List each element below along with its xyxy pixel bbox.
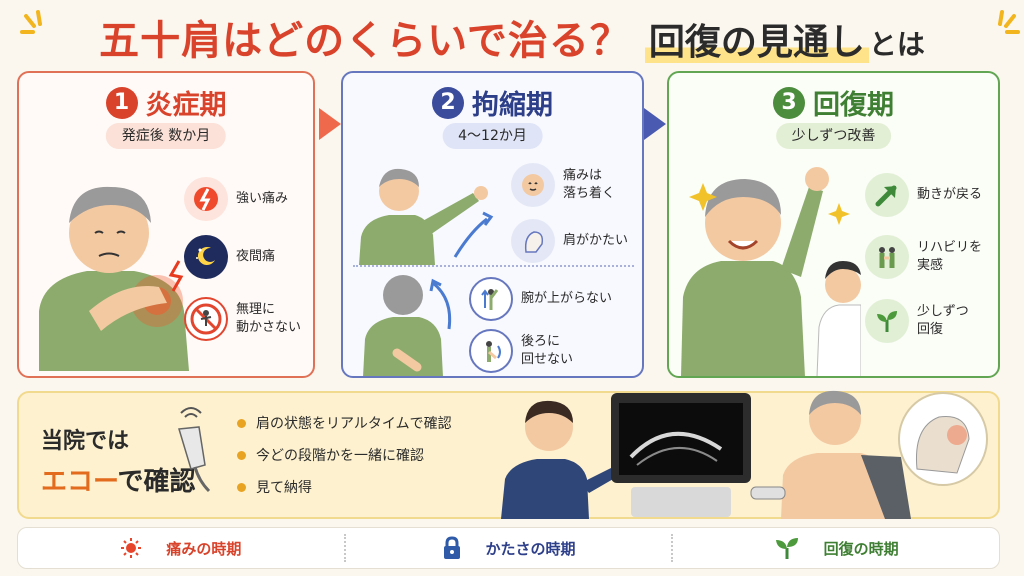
feature-item: 強い痛み — [184, 177, 288, 221]
no-move-icon — [184, 297, 228, 341]
feature-label: 肩がかたい — [563, 233, 629, 248]
sparkle-icon — [20, 10, 42, 34]
feature-item: 夜間痛 — [184, 235, 275, 279]
legend-item-pain: 痛みの時期 — [18, 537, 344, 559]
phase-panel-frozen: 2 拘縮期 4〜12か月 痛みは 落ち着く 肩がかたい 腕が上がらない — [341, 71, 644, 378]
divider — [353, 265, 634, 267]
phase-number: 1 — [105, 86, 138, 119]
feature-item: 痛みは 落ち着く — [511, 163, 615, 207]
divider — [671, 534, 674, 562]
feature-label: 痛みは 落ち着く — [563, 168, 616, 201]
confirm-title-line2: エコーで確認 — [41, 461, 195, 498]
feature-label: 夜間痛 — [236, 249, 276, 264]
confirm-point-text: 見て納得 — [256, 480, 312, 496]
legend-item-stiffness: かたさの時期 — [346, 536, 672, 560]
confirm-title-line1: 当院では — [41, 429, 130, 454]
confirm-point: 肩の状態をリアルタイムで確認 — [237, 407, 452, 439]
page-title: 五十肩はどのくらいで治る？ 回復の見通しとは — [0, 8, 1024, 64]
confirm-points: 肩の状態をリアルタイムで確認 今どの段階かを一緒に確認 見て納得 — [237, 407, 452, 503]
up-arrow-icon — [865, 173, 909, 217]
phase-legend: 痛みの時期 かたさの時期 回復の時期 — [17, 527, 1000, 569]
phase-header: 2 拘縮期 — [343, 83, 642, 122]
confirm-point: 見て納得 — [237, 471, 452, 503]
arrow-right-icon — [644, 108, 666, 140]
bullet-icon — [237, 418, 246, 428]
feature-label: 動きが戻る — [917, 187, 983, 202]
title-suffix: とは — [868, 28, 925, 61]
feature-label: リハビリを 実感 — [917, 240, 983, 273]
feature-item: 少しずつ 回復 — [865, 299, 969, 343]
ultrasound-confirm-panel: 当院では エコーで確認 肩の状態をリアルタイムで確認 今どの段階かを一緒に確認 … — [17, 390, 1000, 519]
phase-number: 3 — [773, 86, 805, 119]
feature-label: 少しずつ 回復 — [917, 304, 969, 337]
confirm-point-text: 肩の状態をリアルタイムで確認 — [256, 416, 452, 432]
phase-period: 発症後 数か月 — [105, 123, 227, 149]
arm-raise-icon — [469, 277, 513, 321]
night-pain-icon — [184, 235, 228, 279]
phase-name: 拘縮期 — [472, 90, 553, 121]
feature-label: 強い痛み — [236, 191, 289, 206]
patient-shoulder-pain-illustration — [39, 186, 189, 371]
legend-label: かたさの時期 — [485, 539, 576, 558]
arm-back-icon — [469, 329, 513, 373]
feature-item: 後ろに 回せない — [469, 329, 573, 373]
sprout-icon — [774, 536, 800, 560]
divider — [343, 534, 346, 562]
bullet-icon — [237, 450, 246, 460]
ultrasound-probe-icon — [178, 407, 211, 493]
confirm-point-text: 今どの段階かを一緒に確認 — [256, 448, 424, 464]
rehab-icon — [865, 235, 909, 279]
stiff-shoulder-icon — [511, 219, 555, 263]
feature-item: 無理に 動かさない — [184, 297, 301, 341]
phase-period: 少しずつ改善 — [775, 123, 892, 149]
feature-label: 無理に 動かさない — [236, 302, 302, 335]
feature-item: リハビリを 実感 — [865, 235, 982, 279]
feature-label: 後ろに 回せない — [521, 334, 574, 367]
confirm-title-highlight: エコー — [41, 467, 118, 497]
calm-face-icon — [511, 163, 555, 207]
sprout-icon — [865, 299, 909, 343]
recovery-rehab-illustration — [681, 167, 861, 376]
feature-item: 腕が上がらない — [469, 277, 612, 321]
phase-panel-recovery: 3 回復期 少しずつ改善 動きが戻る リハビリを 実感 少しずつ 回復 — [667, 71, 1000, 378]
phase-name: 炎症期 — [145, 90, 227, 121]
confirm-title-rest: で確認 — [117, 467, 196, 497]
legend-item-recovery: 回復の時期 — [673, 536, 999, 560]
title-question: 五十肩はどのくらいで治る？ — [99, 18, 631, 64]
phase-number: 2 — [432, 86, 464, 119]
legend-label: 回復の時期 — [823, 539, 899, 558]
phase-period: 4〜12か月 — [442, 123, 543, 149]
legend-label: 痛みの時期 — [166, 539, 242, 558]
sparkle-icon — [998, 10, 1020, 34]
arrow-right-icon — [319, 108, 341, 140]
feature-item: 動きが戻る — [865, 173, 982, 217]
confirm-point: 今どの段階かを一緒に確認 — [237, 439, 452, 471]
feature-item: 肩がかたい — [511, 219, 628, 263]
pain-icon — [184, 177, 228, 221]
arm-back-limited-illustration — [363, 275, 452, 376]
bullet-icon — [237, 482, 246, 492]
phase-header: 3 回復期 — [669, 83, 998, 122]
sun-icon — [120, 537, 142, 559]
ultrasound-exam-illustration — [501, 390, 988, 519]
feature-label: 腕が上がらない — [521, 291, 613, 306]
phase-name: 回復期 — [813, 90, 894, 121]
arm-raise-limited-illustration — [359, 168, 494, 265]
title-highlight: 回復の見通し — [644, 22, 869, 63]
confirm-title: 当院では エコーで確認 — [41, 423, 195, 498]
lock-icon — [442, 536, 462, 560]
